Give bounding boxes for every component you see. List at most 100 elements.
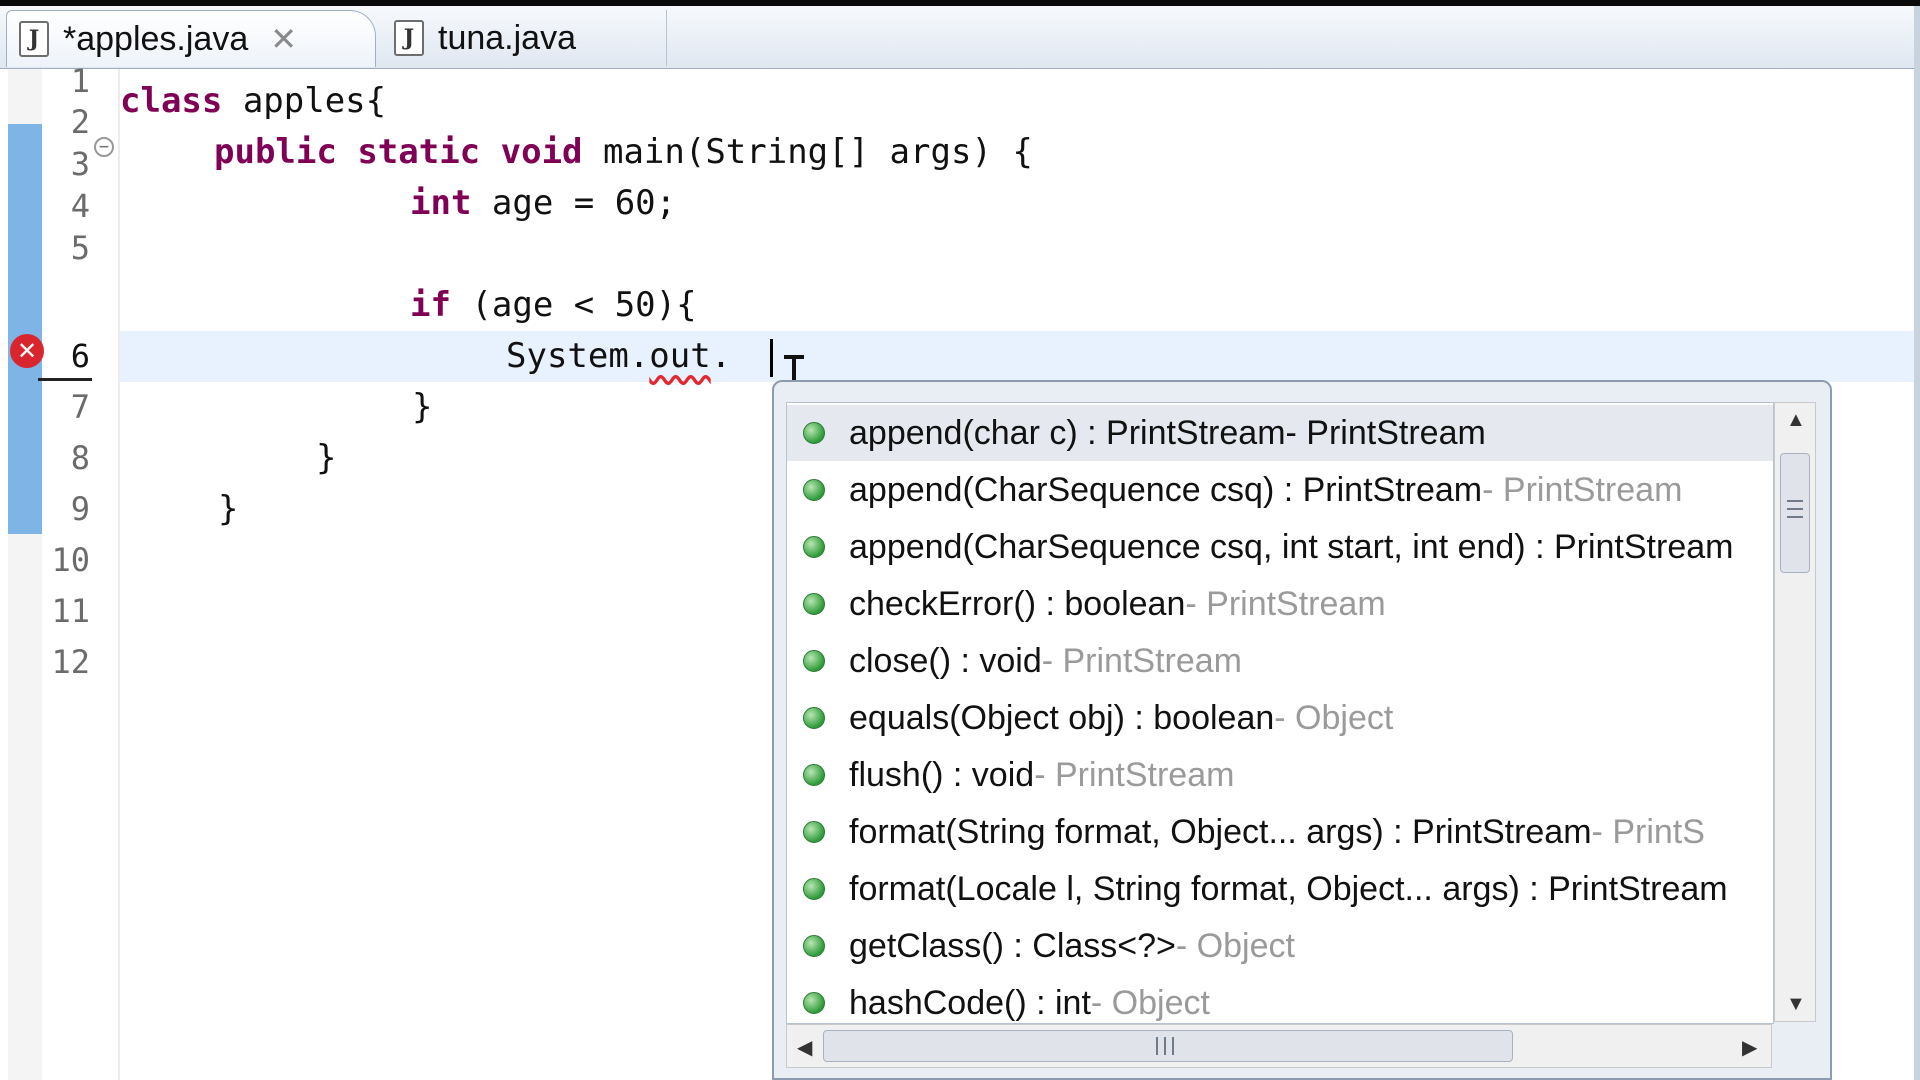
public-method-icon [803, 422, 825, 444]
code-text: age = 60; [471, 183, 677, 223]
code-text: System. [506, 336, 650, 376]
proposal-signature: equals(Object obj) : boolean [849, 698, 1275, 737]
proposal-signature: getClass() : Class<?> [849, 926, 1176, 965]
line-number: 7 [70, 388, 90, 426]
proposal-signature: hashCode() : int [849, 983, 1091, 1022]
code-line-7: } [412, 387, 433, 427]
proposal-declaring-type: - Object [1090, 983, 1210, 1022]
proposal-declaring-type: - Object [1175, 926, 1295, 965]
code-text: . [710, 336, 732, 376]
line-number: 6 [70, 337, 90, 375]
error-icon[interactable]: ✕ [10, 334, 44, 368]
tab-label: tuna.java [438, 18, 576, 57]
code-text: apples{ [222, 81, 387, 121]
code-line-1: class apples{ [120, 76, 386, 127]
line-number: 4 [70, 187, 90, 225]
proposal-declaring-type: - PrintStream [1185, 584, 1386, 623]
proposal-item[interactable]: flush() : void - PrintStream [787, 747, 1773, 803]
tab-tuna-java[interactable]: J tuna.java [382, 10, 667, 66]
code-line-5: if (age < 50){ [410, 280, 697, 331]
proposal-item[interactable]: hashCode() : int - Object [787, 975, 1773, 1023]
proposal-item[interactable]: format(Locale l, String format, Object..… [787, 861, 1773, 917]
line-number: 3 [70, 145, 90, 183]
code-line-6: System.out. [506, 331, 731, 382]
proposal-item[interactable]: equals(Object obj) : boolean - Object [787, 690, 1773, 746]
content-assist-popup: append(char c) : PrintStream - PrintStre… [772, 380, 1832, 1080]
scroll-down-arrow-icon[interactable]: ▼ [1786, 993, 1806, 1015]
proposal-declaring-type: - PrintS [1591, 812, 1705, 851]
fold-collapse-icon[interactable]: − [94, 137, 114, 157]
line-number-ruler [44, 69, 116, 1080]
proposal-declaring-type: - PrintStream [1285, 413, 1486, 452]
close-icon[interactable]: ✕ [270, 21, 298, 57]
keyword: int [410, 183, 472, 223]
proposal-declaring-type: - PrintStream [1482, 470, 1683, 509]
proposal-signature: append(char c) : PrintStream [849, 413, 1286, 452]
java-file-icon: J [19, 21, 49, 57]
text-caret [770, 339, 773, 377]
window-top-edge [0, 0, 1920, 6]
proposal-signature: format(Locale l, String format, Object..… [849, 869, 1728, 908]
proposal-signature: flush() : void [849, 755, 1035, 794]
keyword: public [214, 132, 337, 172]
line-number: 8 [70, 439, 90, 477]
line-number: 2 [70, 103, 90, 141]
line-number: 1 [70, 62, 90, 100]
gutter-separator [118, 69, 120, 1080]
proposal-item[interactable]: format(String format, Object... args) : … [787, 804, 1773, 860]
current-line-highlight [120, 331, 1914, 382]
proposal-signature: close() : void [849, 641, 1042, 680]
keyword: void [500, 132, 583, 172]
public-method-icon [803, 536, 825, 558]
java-file-icon: J [394, 20, 424, 56]
public-method-icon [803, 707, 825, 729]
scroll-right-arrow-icon[interactable]: ▶ [1742, 1037, 1758, 1059]
scroll-left-arrow-icon[interactable]: ◀ [797, 1037, 813, 1059]
proposal-declaring-type: - PrintStream [1041, 641, 1242, 680]
proposal-signature: append(CharSequence csq, int start, int … [849, 527, 1734, 566]
editor-tab-bar: J *apples.java ✕ J tuna.java [0, 6, 1920, 69]
tab-label: *apples.java [63, 19, 249, 58]
code-line-9: } [218, 489, 239, 529]
current-line-marker [38, 378, 92, 381]
line-number: 9 [70, 490, 90, 528]
error-token: out [649, 336, 711, 376]
proposal-item[interactable]: getClass() : Class<?> - Object [787, 918, 1773, 974]
proposal-declaring-type: - PrintStream [1034, 755, 1235, 794]
public-method-icon [803, 764, 825, 786]
public-method-icon [803, 650, 825, 672]
code-text: main(String[] args) { [582, 132, 1033, 172]
vertical-scroll-thumb[interactable] [1780, 453, 1810, 573]
horizontal-scroll-thumb[interactable] [823, 1030, 1513, 1062]
proposal-item[interactable]: checkError() : boolean - PrintStream [787, 576, 1773, 632]
line-number: 5 [70, 229, 90, 267]
view-border [1914, 6, 1920, 1080]
keyword: if [410, 285, 451, 325]
code-text: (age < 50){ [450, 285, 697, 325]
scroll-up-arrow-icon[interactable]: ▲ [1786, 409, 1806, 431]
proposal-item[interactable]: append(CharSequence csq) : PrintStream -… [787, 462, 1773, 518]
proposal-item[interactable]: append(char c) : PrintStream - PrintStre… [787, 405, 1773, 461]
line-number: 11 [51, 592, 90, 630]
public-method-icon [803, 593, 825, 615]
code-line-2: public static void main(String[] args) { [214, 127, 1033, 178]
proposal-signature: format(String format, Object... args) : … [849, 812, 1592, 851]
tab-apples-java[interactable]: J *apples.java ✕ [6, 10, 376, 67]
proposal-signature: checkError() : boolean [849, 584, 1186, 623]
keyword: static [357, 132, 481, 172]
proposal-list[interactable]: append(char c) : PrintStream - PrintStre… [786, 402, 1774, 1024]
proposal-item[interactable]: append(CharSequence csq, int start, int … [787, 519, 1773, 575]
public-method-icon [803, 821, 825, 843]
public-method-icon [803, 479, 825, 501]
code-line-3: int age = 60; [410, 178, 676, 229]
code-line-8: } [316, 438, 337, 478]
vertical-scrollbar[interactable]: ▲ ▼ [1774, 402, 1816, 1022]
line-number: 12 [51, 643, 90, 681]
horizontal-scrollbar[interactable]: ◀ ▶ [786, 1024, 1772, 1068]
public-method-icon [803, 992, 825, 1014]
public-method-icon [803, 878, 825, 900]
public-method-icon [803, 935, 825, 957]
proposal-signature: append(CharSequence csq) : PrintStream [849, 470, 1483, 509]
proposal-item[interactable]: close() : void - PrintStream [787, 633, 1773, 689]
keyword: class [120, 81, 223, 121]
